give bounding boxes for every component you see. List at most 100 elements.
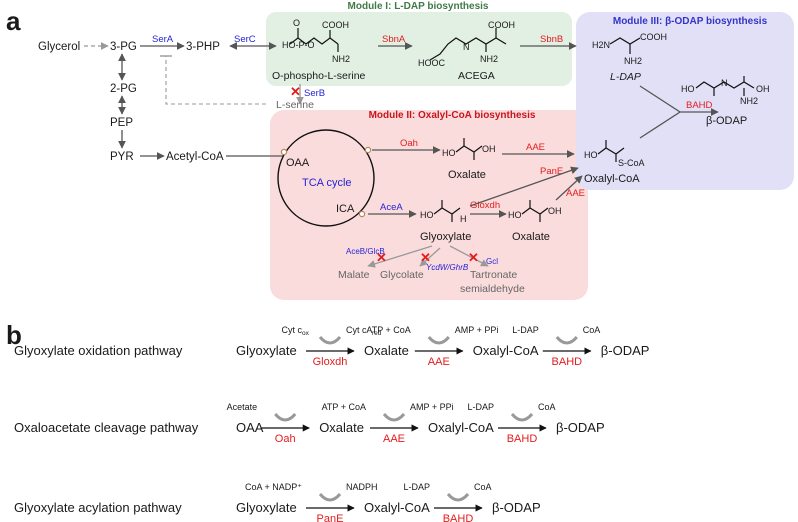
pathway-name: Glyoxylate oxidation pathway [14,343,183,358]
oxalyl-coa-structure [597,140,625,162]
cofactor-in-subscript: ox [302,330,310,337]
enzyme-serB: SerB [304,88,325,99]
enzyme-sbnA: SbnA [382,34,406,45]
cofactor-curve-arrow [446,492,470,502]
pathway-name: Glyoxylate acylation pathway [14,500,182,515]
cofactor-out-label: AMP + PPi [455,325,499,335]
odap-oh: OH [756,84,770,94]
bahd-merge-arrow [639,85,718,139]
o-phospho-cooh: COOH [322,20,349,30]
pyr-label: PYR [110,151,134,163]
panel-label-b: b [6,320,22,350]
cofactor-curve-arrow [318,335,342,345]
module2-title: Module II: Oxalyl-CoA biosynthesis [369,110,536,121]
oxalate-mid-structure [521,200,549,222]
enzyme-label: BAHD [507,433,538,445]
pep-label: PEP [110,117,133,129]
odap-ho: HO [681,84,695,94]
oxalate-top-label: Oxalate [448,169,486,181]
beta-odap-label-a: β-ODAP [706,115,747,127]
tca-ica-node [358,210,366,218]
enzyme-panE: PanE [540,166,563,177]
oxalyl-coa-ho: HO [584,150,598,160]
o-phospho-atoms: HO-P-O [282,40,315,50]
oxalate-mid-oh: OH [548,206,562,216]
cofactor-in-label: ATP + CoA [322,402,366,412]
oaa-label: OAA [286,157,310,169]
l-dap-structure [609,37,641,54]
product-label: β-ODAP [601,343,650,358]
enzyme-label: Gloxdh [313,356,348,368]
enzyme-serC: SerC [234,34,256,45]
cofactor-in-label: L-DAP [512,325,539,335]
aceB-blocked-arrow [367,245,433,268]
gcl-knockout-x: ✕ [468,250,479,265]
serine-feedback-inhibition [165,56,266,105]
panel-label-a: a [6,6,21,36]
cofactor-out-label: CoA [474,482,492,492]
substrate-label: Oxalate [319,420,364,435]
cofactor-out-label: CoA [538,402,556,412]
acega-label: ACEGA [458,70,495,82]
malate-label: Malate [338,269,370,281]
enzyme-aceA: AceA [380,202,403,213]
glyoxylate-ho: HO [420,210,434,220]
substrate-label: Oxalyl-CoA [473,343,539,358]
substrate-label: Oxalyl-CoA [364,500,430,515]
l-dap-h2n: H2N [592,40,610,50]
l-dap-cooh: COOH [640,32,667,42]
substrate-label: Oxalate [364,343,409,358]
cofactor-curve-arrow [427,335,450,345]
enzyme-aae-right: AAE [566,188,585,199]
gcl-blocked-arrow [449,245,489,267]
o-phospho-l-serine-label: O-phospho-L-serine [272,70,366,82]
enzyme-gcl: Gcl [486,257,498,266]
enzyme-bahd: BAHD [686,100,713,111]
enzyme-sbnB: SbnB [540,34,563,45]
enzyme-ycdW-ghrB: YcdW/GhrB [426,263,469,272]
serB-knockout-x: ✕ [290,84,301,99]
cofactor-in-label: Cyt c [281,325,302,335]
odap-nh2: NH2 [740,96,758,106]
enzyme-label: BAHD [443,513,474,522]
3pg-label: 3-PG [110,41,137,53]
cofactor-curve-arrow [274,412,297,422]
product-label: β-ODAP [492,500,541,515]
2pg-label: 2-PG [110,83,137,95]
o-phospho-l-serine-structure [289,28,339,52]
enzyme-label: AAE [383,433,405,445]
product-label: β-ODAP [556,420,605,435]
cofactor-in-label: L-DAP [403,482,430,492]
aceB-knockout-x: ✕ [376,250,387,265]
acega-structure [429,28,507,61]
enzyme-gloxdh: Gloxdh [470,200,500,211]
cofactor-out-label: Cyt c [346,325,367,335]
oxalyl-coa-scoa: S-CoA [618,158,645,168]
aae-right-arrow [555,175,583,201]
tca-cycle-circle [277,129,375,227]
module1-title: Module I: L-DAP biosynthesis [348,1,489,12]
beta-odap-structure [695,76,755,96]
glyoxylate-h: H [460,214,467,224]
glycolate-label: Glycolate [380,269,424,281]
semialdehyde-label: semialdehyde [460,283,525,295]
3php-label: 3-PHP [186,41,220,53]
enzyme-aae-top: AAE [526,142,545,153]
cofactor-curve-arrow [382,412,406,422]
oxalate-top-ho: HO [442,148,456,158]
glyoxylate-label: Glyoxylate [420,231,471,243]
ica-label: ICA [336,203,355,215]
ycdW-knockout-x: ✕ [420,250,431,265]
oxalate-mid-label: Oxalate [512,231,550,243]
cofactor-out-label: CoA [583,325,601,335]
tca-cycle-label: TCA cycle [302,177,352,189]
o-phospho-oxygen: O [293,18,300,28]
cofactor-curve-arrow [555,335,578,345]
enzyme-label: BAHD [552,356,583,368]
l-dap-label: L-DAP [610,71,641,83]
cofactor-curve-arrow [318,492,342,502]
acetyl-coa-label: Acetyl-CoA [166,151,224,163]
